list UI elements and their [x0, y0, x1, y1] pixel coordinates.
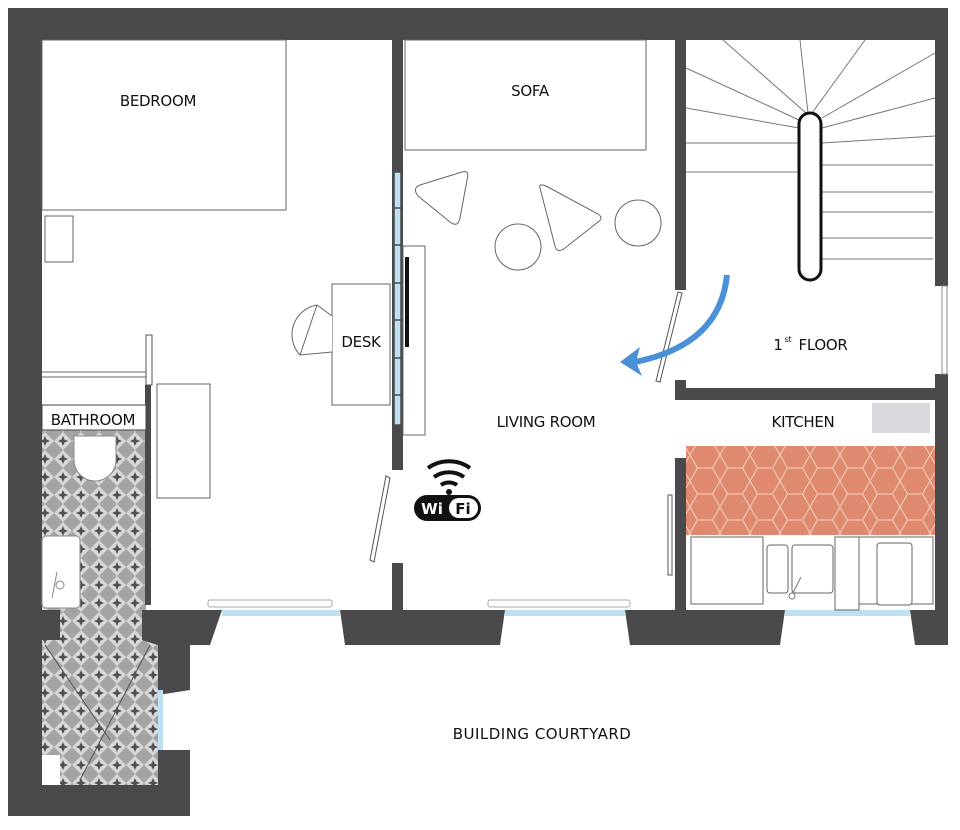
stool [614, 199, 662, 247]
windows [158, 171, 948, 750]
tv [405, 257, 409, 347]
direction-arrow-icon [620, 274, 730, 376]
wardrobe [156, 383, 211, 499]
courtyard-label: BUILDING COURTYARD [453, 725, 632, 743]
bathroom-label: BATHROOM [51, 411, 135, 429]
first-floor-label: FLOOR [799, 336, 848, 354]
kitchen-counter [690, 536, 934, 611]
doors [145, 291, 683, 576]
first-floor-number: 1 [773, 336, 782, 354]
side-table [414, 171, 469, 225]
bed [41, 39, 287, 211]
nightstand [44, 215, 74, 263]
wifi-icon: Wi Fi [414, 459, 481, 521]
sofa-label: SOFA [511, 82, 550, 100]
wifi-logo-left: Wi [421, 500, 443, 518]
sofa [404, 39, 647, 151]
desk [331, 283, 391, 406]
desk-label: DESK [341, 333, 382, 351]
staircase [685, 39, 936, 260]
kitchen-backsplash [686, 446, 935, 535]
wifi-logo-right: Fi [455, 500, 470, 518]
living-room-label: LIVING ROOM [497, 413, 596, 431]
toilet [73, 435, 117, 482]
coffee-table [539, 184, 602, 252]
sink [41, 535, 81, 609]
stool [494, 223, 542, 271]
radiators [207, 599, 631, 608]
stair-handrail [797, 111, 823, 282]
bedroom-label: BEDROOM [120, 92, 196, 110]
kitchen-counter-appliance [872, 403, 930, 433]
kitchen-label: KITCHEN [772, 413, 835, 431]
walls [8, 8, 948, 816]
first-floor-suffix: st [785, 335, 792, 344]
desk-chair [291, 304, 333, 356]
